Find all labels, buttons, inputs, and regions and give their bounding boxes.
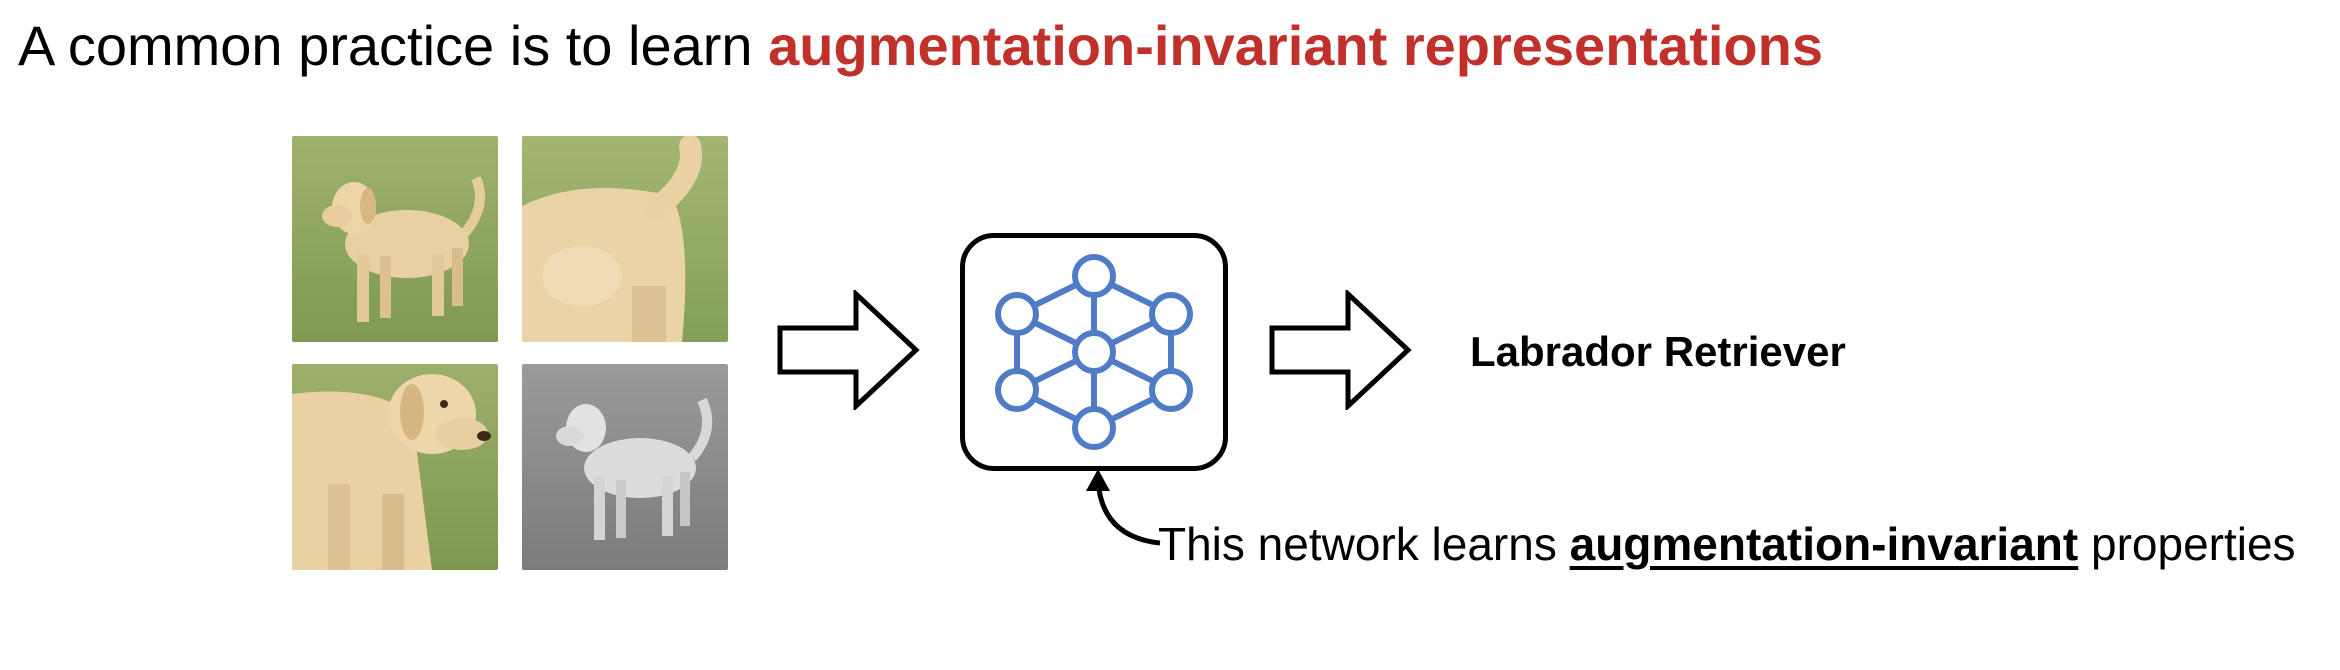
slide-headline: A common practice is to learn augmentati…	[18, 8, 1823, 84]
caption-emphasis: augmentation-invariant	[1569, 518, 2079, 570]
network-node	[1149, 368, 1193, 412]
neural-network-box	[960, 233, 1228, 471]
headline-emphasis: augmentation-invariant representations	[768, 14, 1823, 77]
augmented-image-tail-crop	[522, 136, 728, 342]
neural-network-icon	[995, 254, 1193, 450]
augmented-image-full-dog	[292, 136, 498, 342]
augmented-image-head-crop	[292, 364, 498, 570]
network-node	[1072, 254, 1116, 298]
headline-prefix: A common practice is to learn	[18, 14, 769, 77]
callout-arrow-icon	[1086, 469, 1161, 546]
output-arrow-icon	[1269, 290, 1412, 410]
augmented-image-grayscale	[522, 364, 728, 570]
input-arrow-icon	[777, 290, 920, 410]
output-label: Labrador Retriever	[1470, 328, 1846, 375]
caption-prefix: This network learns	[1158, 518, 1570, 570]
network-caption: This network learns augmentation-invaria…	[1158, 512, 2296, 576]
network-node	[1072, 330, 1116, 374]
network-node	[995, 368, 1039, 412]
network-node	[1149, 292, 1193, 336]
network-node	[1072, 406, 1116, 450]
network-node	[995, 292, 1039, 336]
caption-suffix: properties	[2078, 518, 2296, 570]
